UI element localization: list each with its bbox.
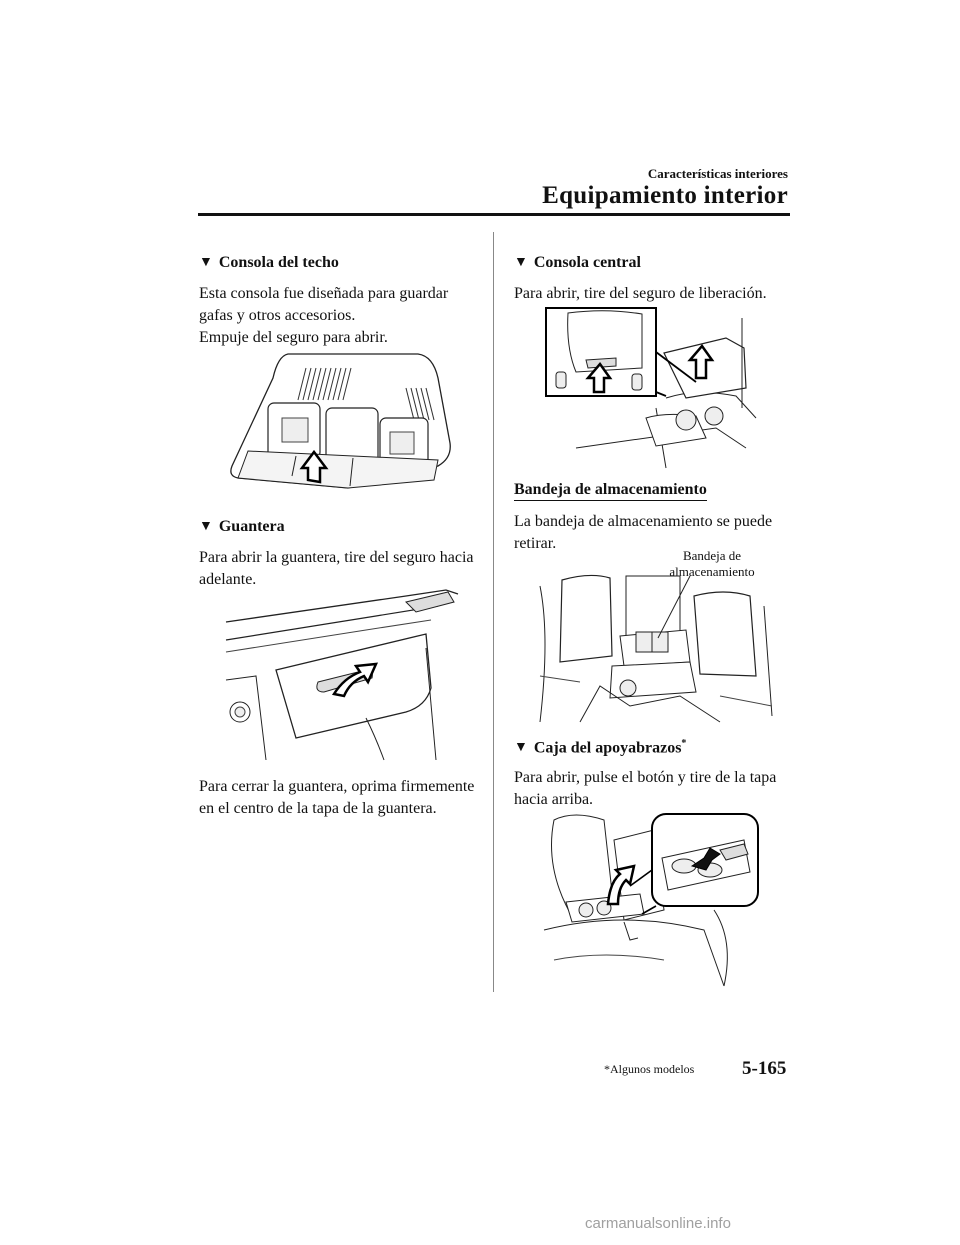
heading-text: Consola central [533, 254, 641, 271]
text-line: Esta consola fue diseñada para guardar [199, 285, 449, 302]
callout-line: almacenamiento [669, 564, 755, 579]
callout-line: Bandeja de [682, 548, 742, 563]
text-line: hacia arriba. [514, 791, 594, 808]
text-line: adelante. [199, 571, 257, 588]
column-divider [493, 232, 494, 992]
section-title: Equipamiento interior [542, 182, 788, 209]
overhead-text: Esta consola fue diseñada para guardar g… [199, 283, 448, 349]
down-triangle-icon: ▼ [514, 740, 528, 756]
center-console-text: Para abrir, tire del seguro de liberació… [514, 283, 767, 305]
text-line: en el centro de la tapa de la guantera. [199, 800, 437, 817]
text-line: Para abrir la guantera, tire del seguro … [199, 549, 474, 566]
heading-text: Caja del apoyabrazos [533, 739, 682, 757]
text-line: gafas y otros accesorios. [199, 307, 356, 324]
text-line: Para abrir, tire del seguro de liberació… [514, 285, 767, 302]
glovebox-illustration [226, 588, 462, 760]
tray-callout-label: Bandeja de almacenamiento [662, 548, 762, 580]
text-line: Para cerrar la guantera, oprima firmemen… [199, 778, 475, 795]
heading-glovebox: ▼ Guantera [199, 518, 285, 536]
glovebox-text: Para abrir la guantera, tire del seguro … [199, 547, 474, 591]
page-number: 5-165 [742, 1058, 787, 1079]
footnote-marker: * [681, 738, 687, 749]
footnote-text: *Algunos modelos [604, 1062, 695, 1076]
armrest-illustration [544, 810, 760, 986]
down-triangle-icon: ▼ [199, 255, 213, 270]
heading-center-console: ▼ Consola central [514, 254, 641, 272]
text-line: Para abrir, pulse el botón y tire de la … [514, 769, 777, 786]
glovebox-close-text: Para cerrar la guantera, oprima firmemen… [199, 776, 474, 820]
heading-text: Consola del techo [218, 254, 339, 271]
down-triangle-icon: ▼ [514, 255, 528, 270]
storage-tray-illustration [540, 566, 772, 722]
subheading-tray: Bandeja de almacenamiento [514, 481, 707, 501]
text-line: La bandeja de almacenamiento se puede [514, 513, 773, 530]
heading-text: Guantera [218, 518, 285, 535]
tray-text: La bandeja de almacenamiento se puede re… [514, 511, 772, 555]
text-line: Empuje del seguro para abrir. [199, 329, 388, 346]
heading-overhead-console: ▼ Consola del techo [199, 254, 339, 272]
header-rule [198, 213, 790, 216]
down-triangle-icon: ▼ [199, 519, 213, 534]
watermark: carmanualsonline.info [585, 1215, 731, 1232]
armrest-text: Para abrir, pulse el botón y tire de la … [514, 767, 776, 811]
text-line: retirar. [514, 535, 557, 552]
heading-armrest: ▼ Caja del apoyabrazos* [514, 738, 686, 757]
overhead-console-illustration [228, 348, 460, 500]
center-console-illustration [546, 308, 764, 468]
chapter-label: Características interiores [647, 166, 788, 181]
